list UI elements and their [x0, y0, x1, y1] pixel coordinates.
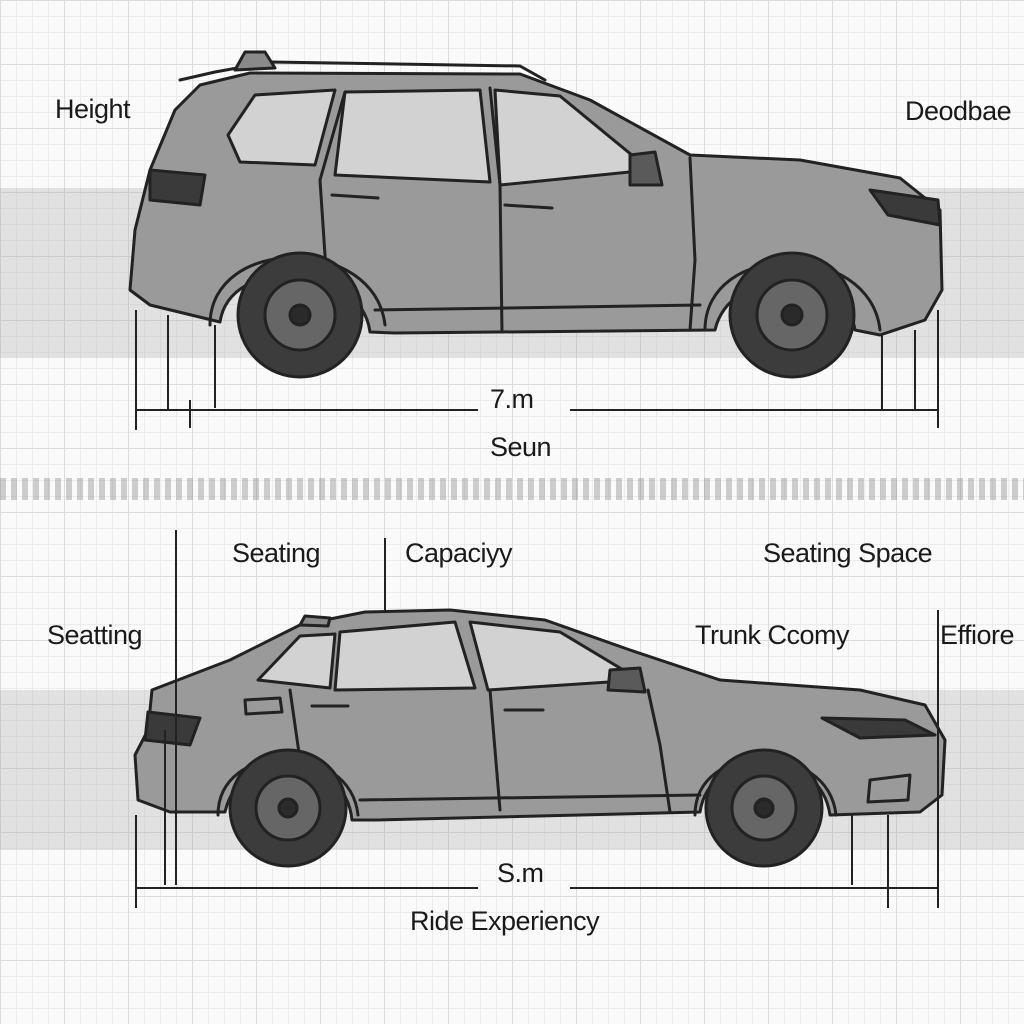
section-divider: [0, 478, 1024, 500]
sedan-length-label: S.m: [497, 858, 544, 888]
suv-door-handles: [330, 193, 554, 210]
sedan-window-middle: [333, 620, 477, 692]
sedan-ride-label: Ride Experiency: [410, 906, 600, 936]
sedan-rocker: [358, 793, 702, 802]
suv-window-middle: [333, 88, 492, 184]
suv-taillight: [148, 168, 207, 207]
sedan-mirror: [606, 666, 647, 694]
suv-rocker: [373, 303, 702, 312]
suv-window-rear: [226, 88, 337, 167]
sedan-drawing: [133, 608, 947, 868]
sedan-seating-label: Seating: [232, 538, 321, 568]
suv-spoiler: [233, 50, 277, 72]
sedan-seating-space-label: Seating Space: [763, 538, 933, 568]
sedan-door-handles: [310, 704, 545, 712]
sedan-efficiency-label: Effiore: [940, 620, 1015, 650]
suv-headlight: [868, 188, 942, 227]
suv-name-label: Seun: [490, 432, 552, 462]
sedan-dimension-lines: [135, 530, 939, 908]
suv-dimension-lines: [135, 310, 939, 430]
suv-mirror: [628, 150, 664, 187]
suv-drawing: [128, 50, 944, 379]
sedan-spoiler: [298, 614, 332, 628]
sedan-taillight: [143, 710, 202, 747]
sedan-fog-grille: [866, 773, 912, 804]
sedan-window-rear: [256, 632, 337, 690]
sedan-trunk-label: Trunk Ccomy: [695, 620, 850, 650]
sedan-fuel-cap: [243, 696, 284, 716]
suv-right-label: Deodbae: [905, 96, 1012, 126]
suv-length-label: 7.m: [490, 384, 534, 414]
sedan-capacity-label: Capaciyy: [405, 538, 513, 568]
sedan-headlight: [820, 716, 937, 740]
suv-height-label: Height: [55, 94, 131, 124]
sedan-seatting-label: Seatting: [47, 620, 143, 650]
